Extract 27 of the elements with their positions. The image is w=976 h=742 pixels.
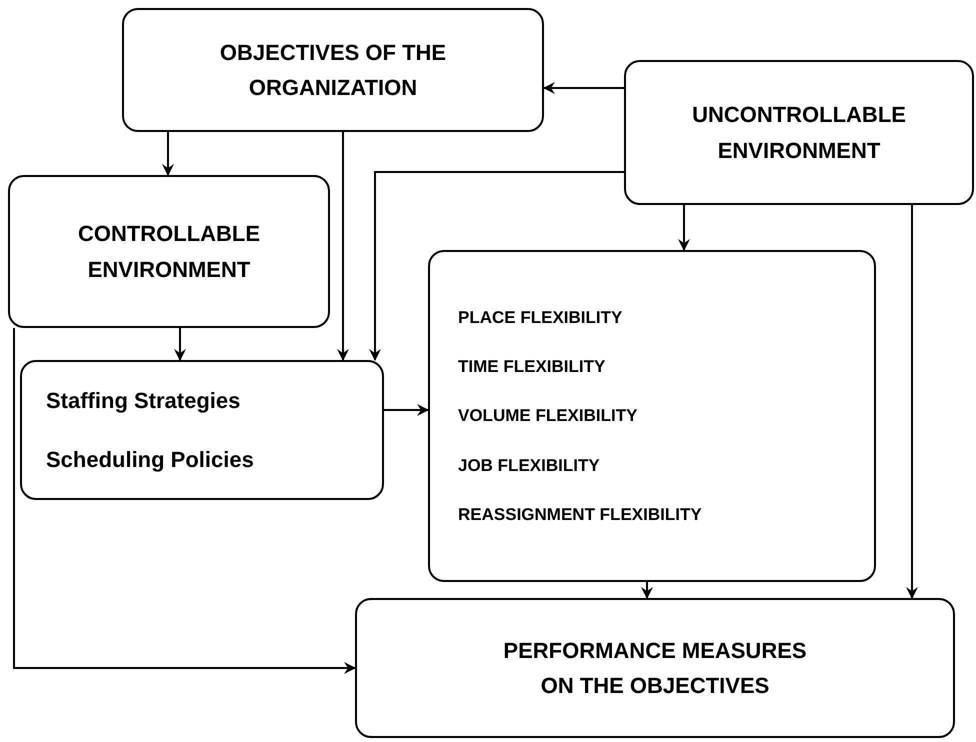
arrow: [384, 404, 429, 416]
arrow: [13, 328, 356, 674]
arrow: [678, 205, 690, 251]
box-text: PERFORMANCE MEASURES ON THE OBJECTIVES: [502, 636, 808, 700]
box-text: CONTROLLABLE ENVIRONMENT: [76, 220, 262, 284]
process-box: [624, 60, 974, 205]
arrow: [174, 328, 186, 361]
box-text: TIME FLEXIBILITY: [458, 356, 606, 378]
arrow: [906, 205, 918, 599]
box-text: OBJECTIVES OF THE ORGANIZATION: [218, 38, 448, 102]
arrow: [162, 132, 174, 176]
process-box: [8, 175, 330, 328]
box-text: PLACE FLEXIBILITY: [458, 307, 624, 330]
box-text: UNCONTROLLABLE ENVIRONMENT: [691, 101, 907, 164]
box-text: JOB FLEXIBILITY: [458, 454, 601, 477]
arrow: [641, 582, 653, 599]
process-box: [355, 598, 955, 738]
box-text: VOLUME FLEXIBILITY: [458, 405, 638, 428]
process-box: [20, 360, 384, 500]
box-text: Scheduling Policies: [46, 446, 255, 474]
box-text: REASSIGNMENT FLEXIBILITY: [458, 504, 703, 526]
arrow: [369, 171, 624, 361]
arrow: [543, 82, 624, 94]
process-box: [428, 250, 876, 582]
process-box: [122, 8, 544, 132]
box-text: Staffing Strategies: [46, 386, 242, 415]
arrow: [337, 132, 349, 361]
